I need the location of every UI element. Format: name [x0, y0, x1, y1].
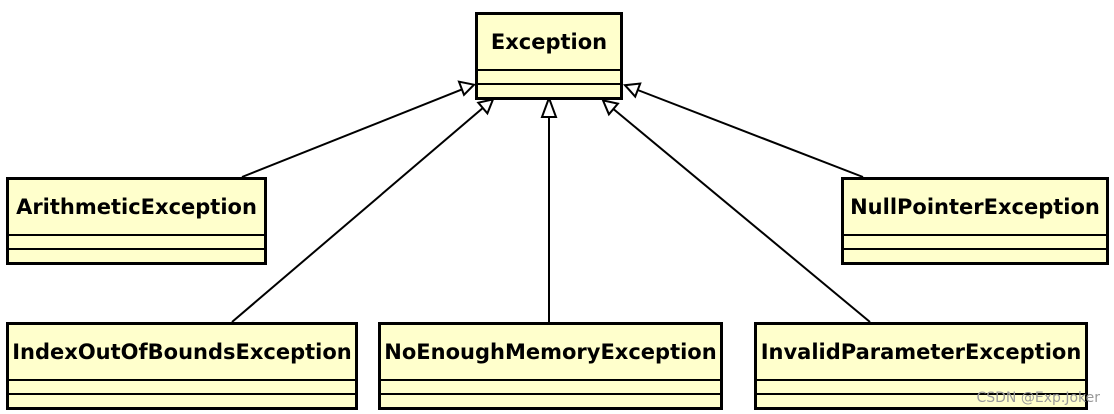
operations-compartment	[844, 248, 1106, 262]
class-name: InvalidParameterException	[760, 340, 1082, 364]
attributes-compartment	[844, 234, 1106, 248]
class-no-enough-memory-exception[interactable]: NoEnoughMemoryException	[378, 322, 723, 410]
attributes-compartment	[478, 69, 620, 83]
watermark: CSDN @Exp.Joker	[976, 390, 1100, 406]
class-null-pointer-exception[interactable]: NullPointerException	[841, 177, 1109, 265]
class-name: Exception	[490, 30, 608, 54]
operations-compartment	[381, 393, 720, 407]
attributes-compartment	[757, 379, 1085, 393]
class-exception[interactable]: Exception	[475, 12, 623, 100]
attributes-compartment	[9, 379, 355, 393]
class-name: ArithmeticException	[16, 195, 257, 219]
inheritance-arrowhead	[540, 95, 558, 118]
operations-compartment	[757, 393, 1085, 407]
class-name: IndexOutOfBoundsException	[12, 340, 352, 364]
operations-compartment	[9, 393, 355, 407]
class-index-out-of-bounds-exception[interactable]: IndexOutOfBoundsException	[6, 322, 358, 410]
edge-no-enough-memory-to-exception	[540, 95, 558, 322]
class-invalid-parameter-exception[interactable]: InvalidParameterException	[754, 322, 1088, 410]
inheritance-arrowhead	[476, 98, 495, 116]
edge-invalid-parameter-to-exception	[601, 99, 871, 323]
inheritance-arrowhead	[622, 82, 642, 99]
edge-null-pointer-to-exception	[622, 82, 864, 178]
class-name: NoEnoughMemoryException	[384, 340, 717, 364]
class-arithmetic-exception[interactable]: ArithmeticException	[6, 177, 267, 265]
inheritance-arrowhead	[601, 99, 620, 117]
attributes-compartment	[381, 379, 720, 393]
attributes-compartment	[9, 234, 264, 248]
inheritance-arrowhead	[457, 80, 477, 97]
operations-compartment	[9, 248, 264, 262]
class-name: NullPointerException	[850, 195, 1100, 219]
operations-compartment	[478, 83, 620, 97]
edge-index-out-of-bounds-to-exception	[231, 98, 495, 323]
edge-arithmetic-to-exception	[241, 80, 477, 178]
